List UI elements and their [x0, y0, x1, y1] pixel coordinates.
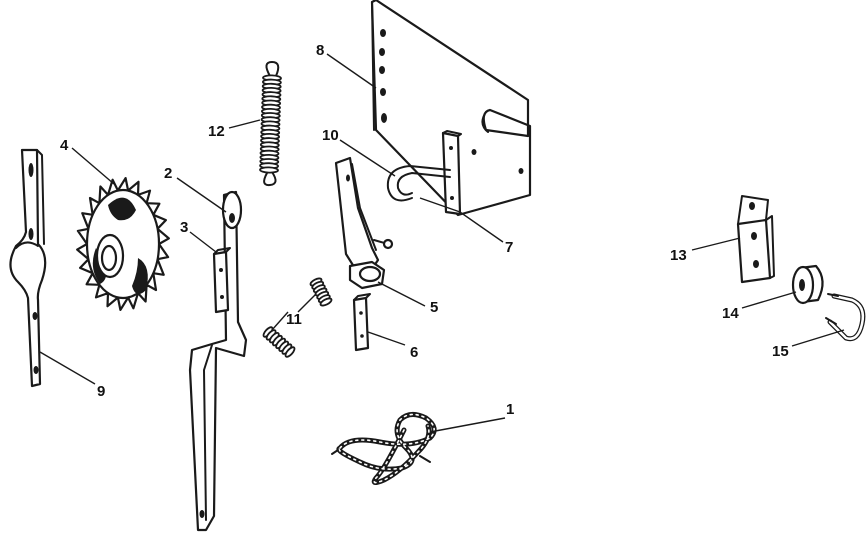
callout-5: 5	[430, 299, 438, 316]
callout-15: 15	[772, 343, 789, 360]
callout-11: 11	[286, 311, 302, 328]
small-spring-lower	[262, 326, 296, 358]
part-14-roller	[791, 264, 824, 305]
part-11-small-springs	[262, 277, 333, 358]
callout-8: 8	[316, 42, 324, 59]
part-5-bracket	[348, 260, 386, 290]
part-15-u-bolt	[825, 293, 866, 342]
part-7-hook-bracket	[386, 130, 462, 216]
callout-1: 1	[506, 401, 514, 418]
part-4-ratchet-wheel	[76, 177, 170, 311]
callout-9: 9	[97, 383, 105, 400]
part-13-angle-bracket	[736, 195, 775, 284]
callout-7: 7	[505, 239, 513, 256]
part-10-bent-lever	[334, 156, 394, 274]
callout-4: 4	[60, 137, 69, 154]
spring-coils	[259, 74, 282, 174]
small-spring-upper	[309, 277, 333, 307]
part-8-mounting-plate	[370, 0, 532, 217]
callout-14: 14	[722, 305, 739, 322]
callout-12: 12	[208, 123, 225, 140]
part-6-small-block	[352, 293, 371, 352]
callout-labels: 1 2 3 4 5 6 7 8 9 10 11 12 13 14 15	[60, 42, 789, 418]
part-9-offset-strap	[9, 148, 47, 388]
callout-2: 2	[164, 165, 172, 182]
spring-coil	[284, 346, 296, 358]
leader-lines	[39, 53, 845, 433]
part-3-small-plate	[212, 247, 231, 314]
spring-coil	[319, 297, 333, 307]
callout-10: 10	[322, 127, 339, 144]
callout-6: 6	[410, 344, 418, 361]
callout-13: 13	[670, 247, 687, 264]
part-12-extension-spring	[259, 61, 282, 187]
spring-coil	[259, 166, 279, 174]
part-1-cord	[331, 412, 437, 486]
callout-3: 3	[180, 219, 188, 236]
part-2-long-lever	[188, 190, 248, 532]
